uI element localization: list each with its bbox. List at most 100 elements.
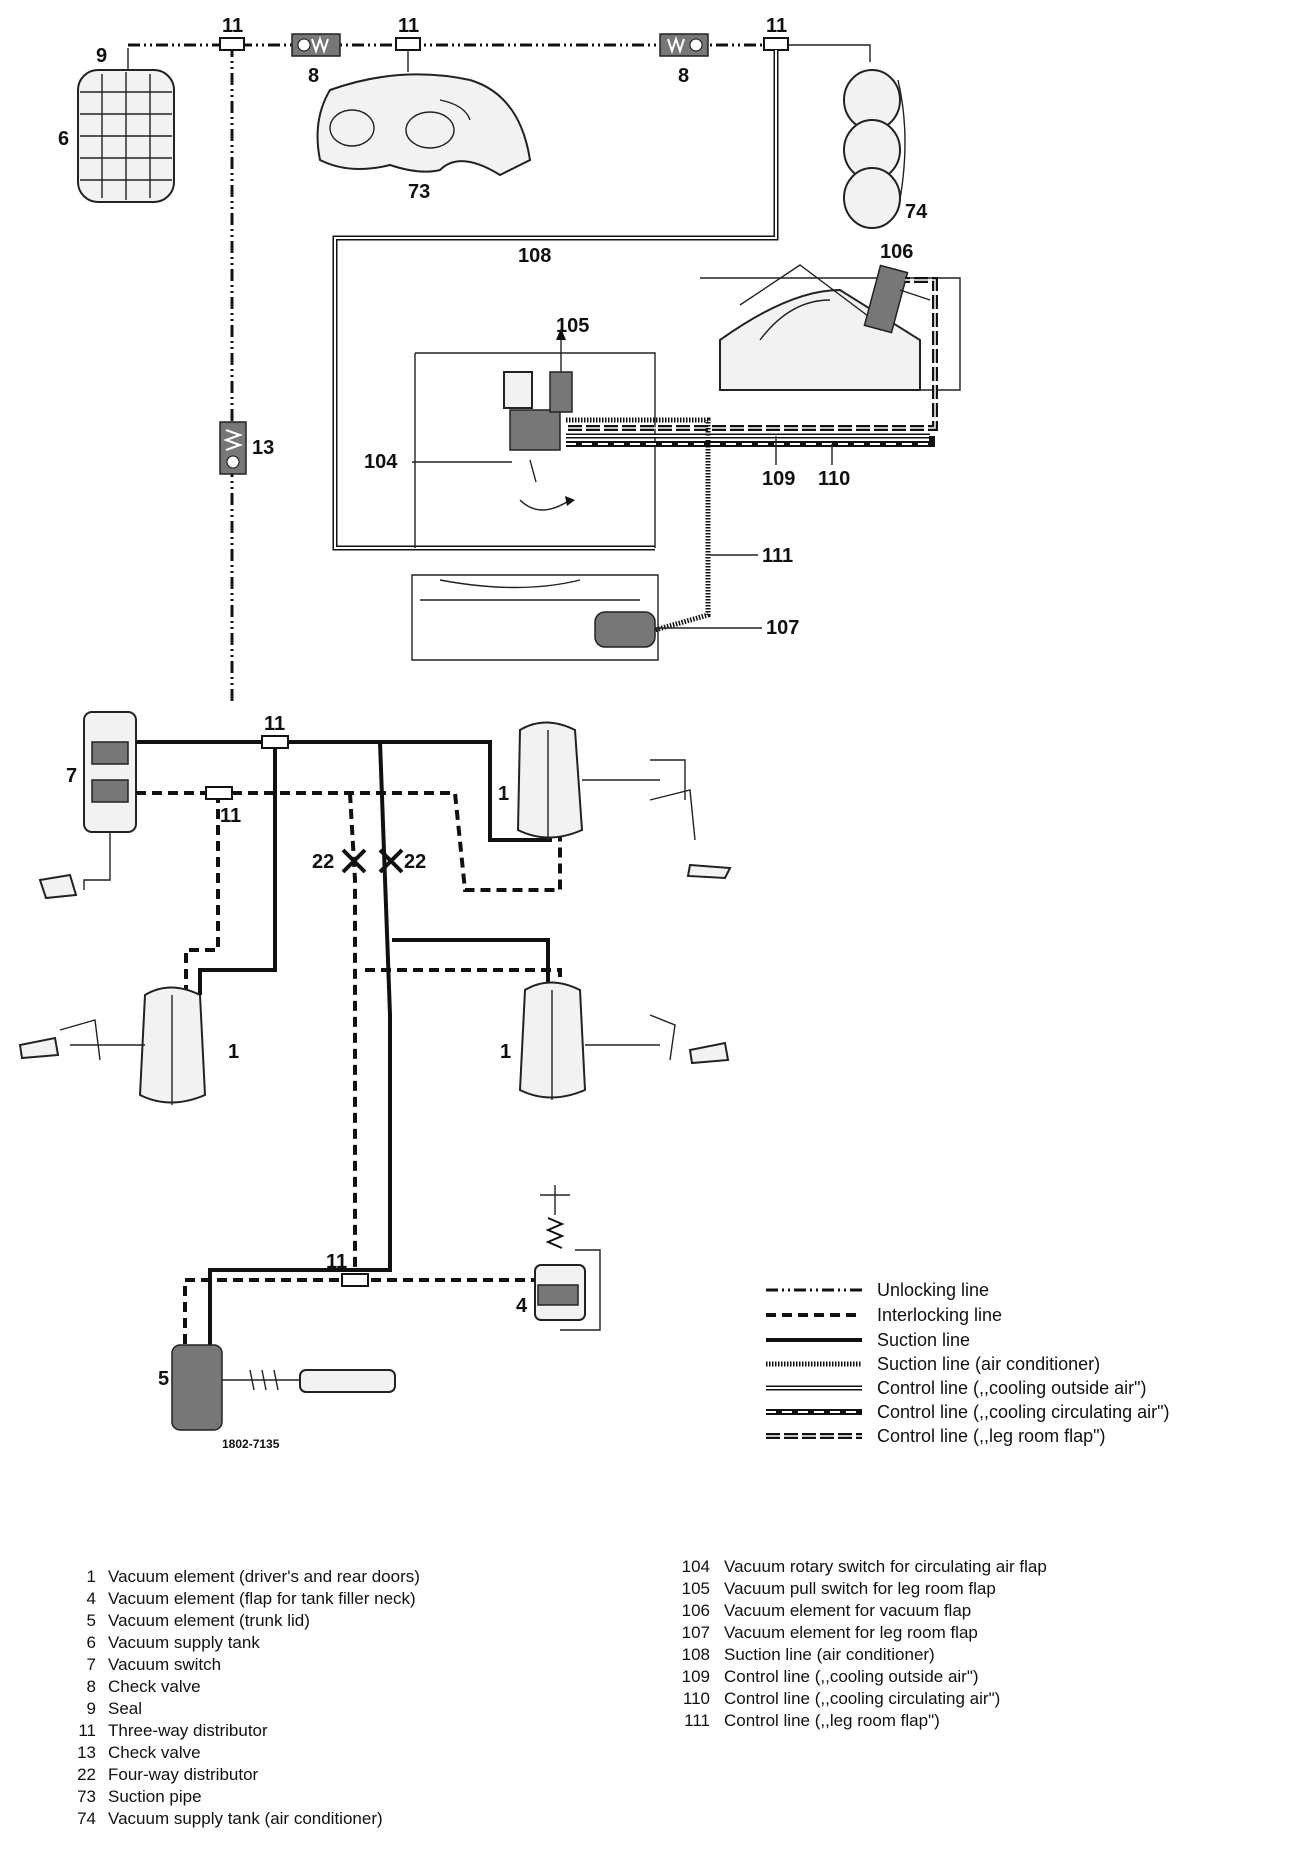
suction-line-right-lower: [392, 938, 550, 985]
vacuum-rotary-switch-104: [503, 371, 575, 511]
vacuum-supply-tank-74: [788, 44, 906, 229]
callout-4: 4: [516, 1295, 528, 1317]
callout-1-upper-right: 1: [498, 783, 509, 805]
key-right-num: 111: [684, 1711, 710, 1730]
interlocking-line-trunk: [183, 1278, 355, 1345]
check-valve-8-right: [659, 33, 709, 57]
callout-1-left: 1: [228, 1041, 239, 1063]
vacuum-element-1-left: [18, 986, 207, 1105]
key-left-num: 11: [78, 1721, 96, 1740]
callout-74: 74: [905, 201, 928, 223]
vacuum-element-5: [171, 1344, 396, 1431]
key-left-num: 4: [87, 1589, 96, 1608]
key-left-num: 5: [87, 1611, 96, 1630]
callout-73: 73: [408, 181, 430, 203]
key-left-num: 73: [77, 1787, 96, 1806]
key-left-text: Vacuum element (driver's and rear doors): [108, 1567, 420, 1586]
key-right-num: 108: [682, 1645, 710, 1664]
key-left-text: Seal: [108, 1699, 142, 1718]
check-valve-8-left: [291, 33, 341, 57]
key-right-num: 106: [682, 1601, 710, 1620]
callout-8-left: 8: [308, 65, 319, 87]
legend-label-control-circulating: Control line (,,cooling circulating air"…: [877, 1402, 1170, 1422]
callout-22-left: 22: [312, 851, 334, 873]
vacuum-element-107: [411, 574, 659, 661]
key-right-num: 105: [682, 1579, 710, 1598]
key-left-text: Vacuum switch: [108, 1655, 221, 1674]
key-left-num: 1: [87, 1567, 96, 1586]
key-left-num: 7: [87, 1655, 96, 1674]
check-valve-13: [219, 421, 247, 475]
key-left-text: Suction pipe: [108, 1787, 202, 1806]
key-left-text: Check valve: [108, 1743, 201, 1762]
legend-label-unlocking: Unlocking line: [877, 1280, 989, 1300]
callout-13: 13: [252, 437, 274, 459]
key-left-text: Three-way distributor: [108, 1721, 268, 1740]
vacuum-pull-switch-105: [549, 328, 573, 413]
parts-key-right: 104 Vacuum rotary switch for circulating…: [682, 1557, 1047, 1730]
key-right-text: Vacuum pull switch for leg room flap: [724, 1579, 996, 1598]
key-left-text: Vacuum element (flap for tank filler nec…: [108, 1589, 416, 1608]
legend-label-suction: Suction line: [877, 1330, 970, 1350]
callout-11-top-1: 11: [222, 15, 243, 37]
control-line-111: [566, 417, 711, 633]
legend-label-suction-ac: Suction line (air conditioner): [877, 1354, 1100, 1374]
callout-9: 9: [96, 45, 107, 67]
callout-107: 107: [766, 617, 799, 639]
callout-11-tank-filler: 11: [326, 1251, 347, 1273]
callout-7: 7: [66, 765, 77, 787]
vacuum-switch-7: [38, 711, 137, 900]
vacuum-element-4: [534, 1185, 601, 1331]
three-way-distributor-top-1: [219, 37, 245, 51]
key-right-text: Control line (,,cooling circulating air"…: [724, 1689, 1000, 1708]
callout-8-right: 8: [678, 65, 689, 87]
callout-104: 104: [364, 451, 398, 473]
parts-key-left: 1 Vacuum element (driver's and rear door…: [77, 1567, 420, 1828]
three-way-distributor-switch-upper: [261, 735, 289, 749]
control-line-leg-room: [568, 277, 938, 431]
suction-line-left-element: [198, 742, 277, 995]
vacuum-element-1-upper-right: [516, 721, 732, 880]
callout-6: 6: [58, 128, 69, 150]
callout-11-switch-upper: 11: [264, 713, 285, 735]
vacuum-element-1-lower-right: [518, 981, 730, 1100]
legend-label-control-outside: Control line (,,cooling outside air"): [877, 1378, 1147, 1398]
callout-110: 110: [818, 468, 850, 490]
key-right-num: 107: [682, 1623, 710, 1642]
key-left-text: Four-way distributor: [108, 1765, 259, 1784]
key-left-num: 6: [87, 1633, 96, 1652]
line-legend: Unlocking line Interlocking line Suction…: [766, 1280, 1170, 1446]
callout-105: 105: [556, 315, 589, 337]
vacuum-supply-tank-6: [77, 48, 175, 203]
key-right-text: Vacuum element for leg room flap: [724, 1623, 978, 1642]
three-way-distributor-tank-filler: [341, 1273, 369, 1287]
key-right-num: 109: [682, 1667, 710, 1686]
key-left-num: 22: [77, 1765, 96, 1784]
callout-5: 5: [158, 1368, 169, 1390]
four-way-distributor-22-left: [341, 848, 367, 874]
three-way-distributor-switch-lower: [205, 786, 233, 800]
key-left-text: Vacuum element (trunk lid): [108, 1611, 310, 1630]
key-left-text: Vacuum supply tank: [108, 1633, 260, 1652]
callout-1-lower-right: 1: [500, 1041, 511, 1063]
key-right-text: Control line (,,cooling outside air"): [724, 1667, 979, 1686]
interlocking-line-down: [348, 792, 357, 1270]
callout-22-right: 22: [404, 851, 426, 873]
legend-label-interlocking: Interlocking line: [877, 1305, 1002, 1325]
callout-11-top-3: 11: [766, 15, 787, 37]
callout-111: 111: [762, 545, 793, 567]
control-line-110: [566, 436, 935, 447]
key-left-num: 13: [77, 1743, 96, 1762]
key-left-num: 9: [87, 1699, 96, 1718]
key-right-num: 110: [683, 1689, 710, 1708]
callout-106: 106: [880, 241, 913, 263]
key-right-text: Vacuum rotary switch for circulating air…: [724, 1557, 1047, 1576]
callout-109: 109: [762, 468, 795, 490]
vacuum-element-106: [863, 264, 931, 334]
key-left-text: Vacuum supply tank (air conditioner): [108, 1809, 383, 1828]
three-way-distributor-top-2: [395, 37, 421, 72]
suction-pipe-73: [316, 73, 532, 177]
callout-108: 108: [518, 245, 551, 267]
key-left-num: 74: [77, 1809, 96, 1828]
